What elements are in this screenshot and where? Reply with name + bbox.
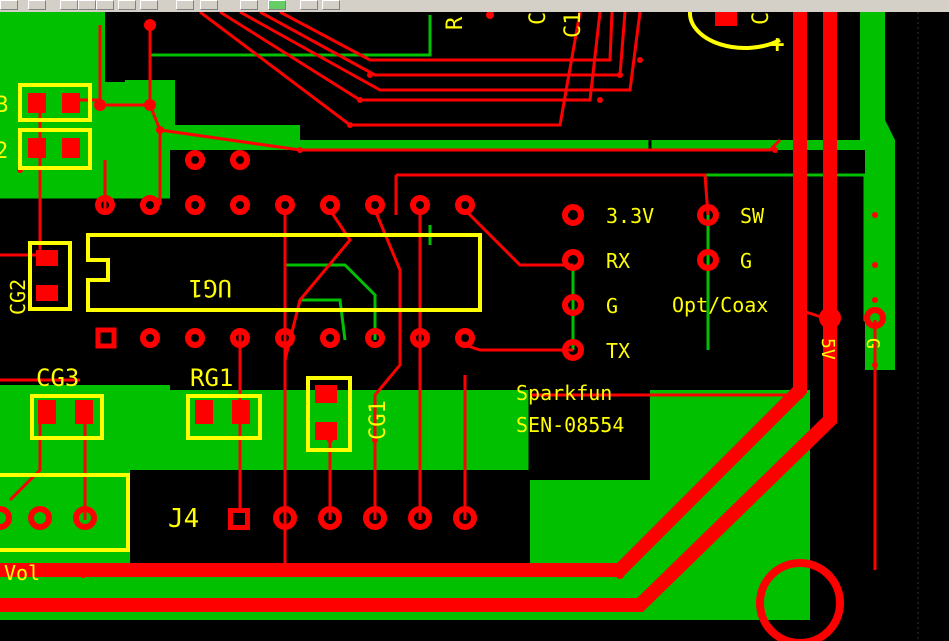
j4-pin1-hole <box>233 513 245 525</box>
toolbar-button-13[interactable] <box>322 0 340 10</box>
label-rx: RX <box>606 249 630 273</box>
power-traces <box>0 12 837 612</box>
pin1-square-pad <box>95 327 117 349</box>
label-cg1: CG1 <box>366 400 391 440</box>
toolbar-button-2[interactable] <box>28 0 46 10</box>
label-vol: Vol <box>4 561 40 585</box>
label-ug1: UG1 <box>189 274 232 302</box>
label-cg3: CG3 <box>36 364 79 392</box>
toolbar-button-3[interactable] <box>60 0 78 10</box>
label-c1-partial: C1 <box>561 12 586 38</box>
header-pads <box>0 150 886 530</box>
label-plus: + <box>770 30 784 58</box>
toolbar-button-1[interactable] <box>0 0 18 10</box>
toolbar-button-12[interactable] <box>300 0 318 10</box>
silkscreen-text: C C1 R C + B 2 UG1 CG2 CG3 RG1 CG1 J4 Vo… <box>0 12 883 585</box>
label-cg2: CG2 <box>6 279 30 315</box>
edge-markers <box>875 215 877 217</box>
toolbar-button-11[interactable] <box>268 0 286 10</box>
label-opt-coax: Opt/Coax <box>672 293 768 317</box>
toolbar-button-7[interactable] <box>140 0 158 10</box>
label-c-right-partial: C <box>749 12 774 25</box>
smd-pads <box>28 12 737 440</box>
label-tx: TX <box>606 339 630 363</box>
toolbar-button-5[interactable] <box>96 0 114 10</box>
label-rg1: RG1 <box>190 364 233 392</box>
label-partno: SEN-08554 <box>516 413 624 437</box>
toolbar-button-9[interactable] <box>200 0 218 10</box>
toolbar-button-4[interactable] <box>78 0 96 10</box>
label-g1: G <box>606 294 618 318</box>
label-c-partial: C <box>526 12 551 25</box>
label-5v: 5V <box>817 338 838 360</box>
label-g3: G <box>862 338 883 349</box>
label-g2: G <box>740 249 752 273</box>
pcb-canvas[interactable]: C C1 R C + B 2 UG1 CG2 CG3 RG1 CG1 J4 Vo… <box>0 12 949 641</box>
silkscreen-outlines <box>0 12 781 552</box>
top-traces <box>0 12 877 570</box>
mounting-hole <box>756 559 844 641</box>
label-r-partial: R <box>443 16 468 30</box>
label-sw: SW <box>740 204 765 228</box>
label-two-partial: 2 <box>0 139 8 164</box>
toolbar-button-10[interactable] <box>240 0 258 10</box>
label-3v3: 3.3V <box>606 204 654 228</box>
label-sparkfun: Sparkfun <box>516 381 612 405</box>
label-b-partial: B <box>0 93 8 118</box>
label-j4: J4 <box>168 504 199 534</box>
toolbar-button-6[interactable] <box>118 0 136 10</box>
toolbar-button-8[interactable] <box>176 0 194 10</box>
